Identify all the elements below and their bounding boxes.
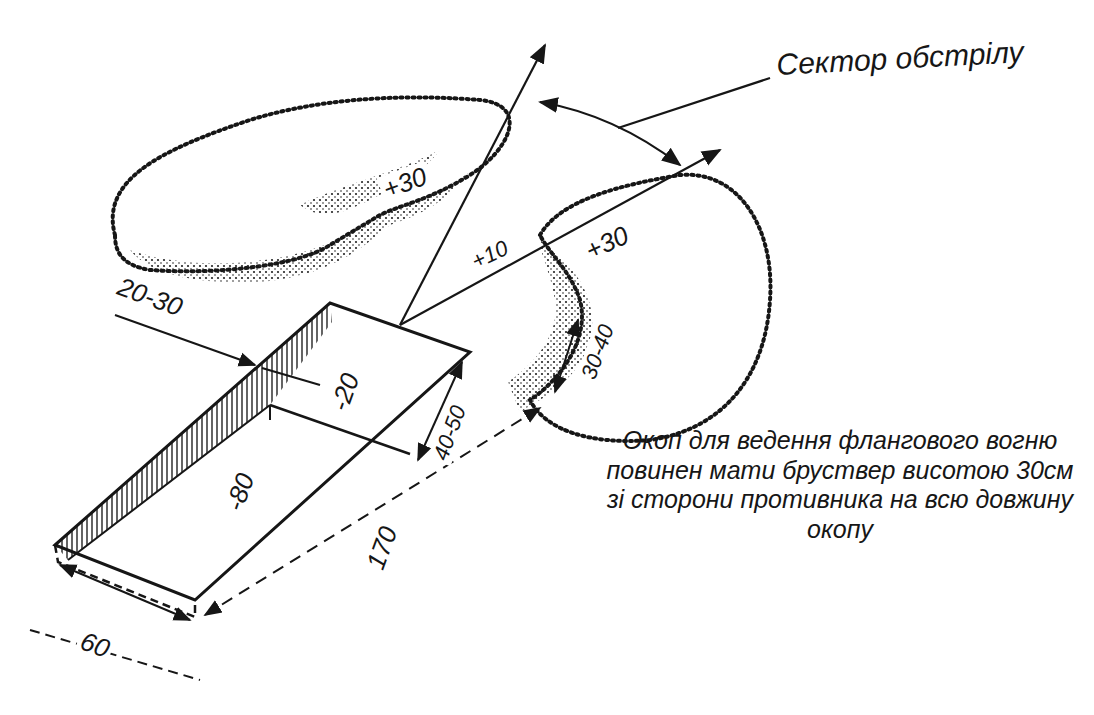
dimension-label: 20-30 — [111, 271, 189, 323]
sector-arc — [540, 102, 680, 165]
depth-mark: -20 — [324, 367, 366, 418]
sector-title: Сектор обстрілу — [773, 35, 1028, 81]
dimension-line — [60, 565, 190, 620]
dimension-label: 40-50 — [428, 400, 472, 467]
trench-rim — [55, 303, 470, 600]
trench-wall — [55, 303, 332, 560]
dimension-line — [205, 408, 540, 615]
trench-step — [68, 405, 270, 560]
sector-ray — [400, 150, 720, 325]
trench-floor — [269, 405, 271, 420]
dimension-line — [115, 315, 255, 365]
dimension-line — [555, 320, 578, 392]
trench-edge — [55, 545, 195, 617]
parapet-right-shade — [508, 240, 592, 412]
dimension-line — [262, 368, 320, 385]
dimension-label: 170 — [360, 520, 404, 576]
depth-mark: -80 — [219, 467, 261, 518]
leader-line — [618, 78, 770, 128]
parapet-left-shade — [300, 150, 440, 214]
dimension-label: 60 — [74, 626, 117, 665]
height-mark: +30 — [578, 219, 635, 266]
height-mark: +10 — [465, 235, 514, 275]
note-text: Окоп для ведення флангового вогню повине… — [597, 426, 1083, 544]
